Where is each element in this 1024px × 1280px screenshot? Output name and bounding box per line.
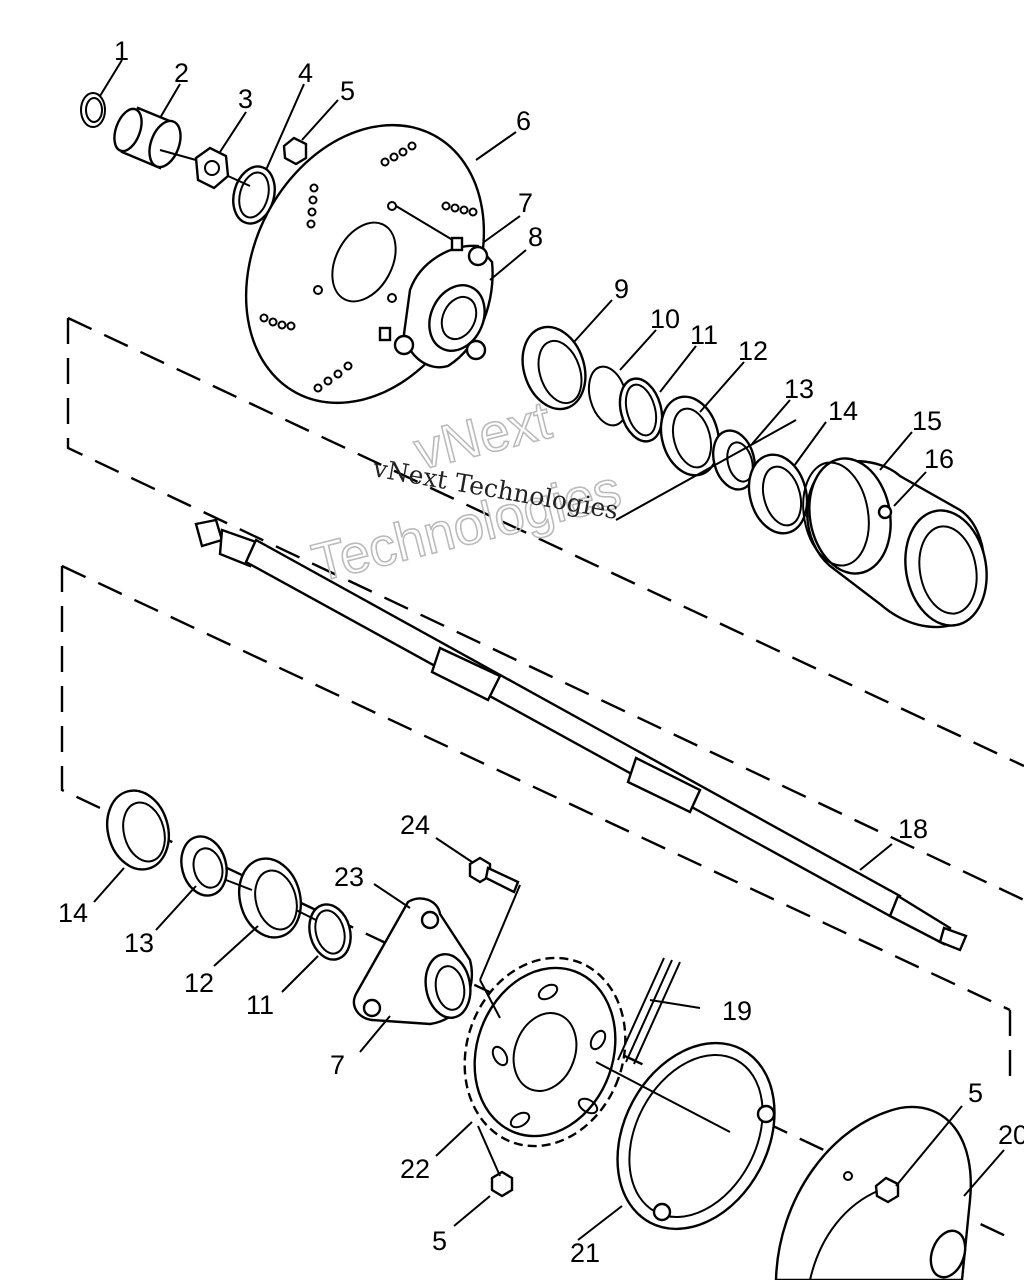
bushing-part — [113, 106, 182, 170]
callout-16: 16 — [924, 444, 954, 474]
callout-22: 22 — [400, 1154, 430, 1184]
callout-20: 20 — [998, 1120, 1024, 1150]
callout-8: 8 — [528, 222, 543, 252]
callout-3: 3 — [238, 84, 253, 114]
callout-11-lower: 11 — [246, 990, 274, 1020]
tapered-bearing-part — [711, 429, 757, 491]
callout-5-lower: 5 — [432, 1226, 447, 1256]
leader-lines — [93, 59, 1005, 1241]
callout-labels-bottom: 14 13 12 11 7 5 22 21 23 24 18 19 5 20 — [58, 810, 1024, 1268]
callout-24: 24 — [400, 810, 430, 840]
bearing-carrier-housing-part — [802, 457, 988, 629]
o-ring-part — [232, 165, 276, 225]
small-nut-part — [282, 136, 308, 166]
callout-5-right: 5 — [968, 1078, 983, 1108]
drive-chain-part — [617, 957, 681, 1065]
callout-14: 14 — [828, 396, 858, 426]
seal-part — [521, 325, 587, 411]
sprocket-hub-part — [352, 897, 473, 1026]
bearing-race-part — [659, 395, 721, 477]
bearing-cup-14-lower-part — [106, 789, 170, 871]
watermark: vNext Technologies vNext Technologies — [306, 389, 628, 594]
drive-sprocket-part — [463, 956, 627, 1148]
rear-axle-shaft-part — [194, 518, 968, 952]
callout-18: 18 — [898, 814, 928, 844]
callout-19: 19 — [722, 996, 752, 1026]
callout-2: 2 — [174, 58, 189, 88]
hex-nut-part — [194, 146, 230, 190]
callout-11: 11 — [690, 320, 718, 350]
callout-4: 4 — [298, 58, 313, 88]
callout-1: 1 — [114, 36, 129, 66]
o-ring-11-part — [618, 377, 664, 443]
centerlines — [159, 149, 797, 1177]
snap-ring-part — [80, 92, 106, 128]
callout-13: 13 — [784, 374, 814, 404]
bolt-24-part — [468, 856, 520, 894]
bearing-cup-part — [747, 453, 809, 535]
backing-plate-part — [774, 1105, 972, 1280]
callout-12-lower: 12 — [184, 968, 214, 998]
callout-21: 21 — [570, 1238, 600, 1268]
callout-13-lower: 13 — [124, 928, 154, 958]
callout-9: 9 — [614, 274, 629, 304]
callout-5: 5 — [340, 76, 355, 106]
sprocket-guard-part — [616, 1041, 776, 1231]
tapered-bearing-13-lower-part — [180, 835, 228, 897]
o-ring-11-lower-part — [308, 903, 352, 961]
callout-6: 6 — [516, 106, 531, 136]
callout-7: 7 — [518, 188, 533, 218]
callout-12: 12 — [738, 336, 768, 366]
bearing-race-12-lower-part — [238, 857, 302, 939]
callout-labels-top: 1 2 3 4 5 6 7 8 9 10 11 12 13 14 15 16 — [114, 36, 954, 474]
callout-23: 23 — [334, 862, 364, 892]
small-nut-lower-part — [490, 1170, 514, 1198]
callout-14-lower: 14 — [58, 898, 88, 928]
callout-15: 15 — [912, 406, 942, 436]
disc-hub-part — [378, 205, 494, 369]
callout-10: 10 — [650, 304, 680, 334]
callout-7-lower: 7 — [330, 1050, 345, 1080]
